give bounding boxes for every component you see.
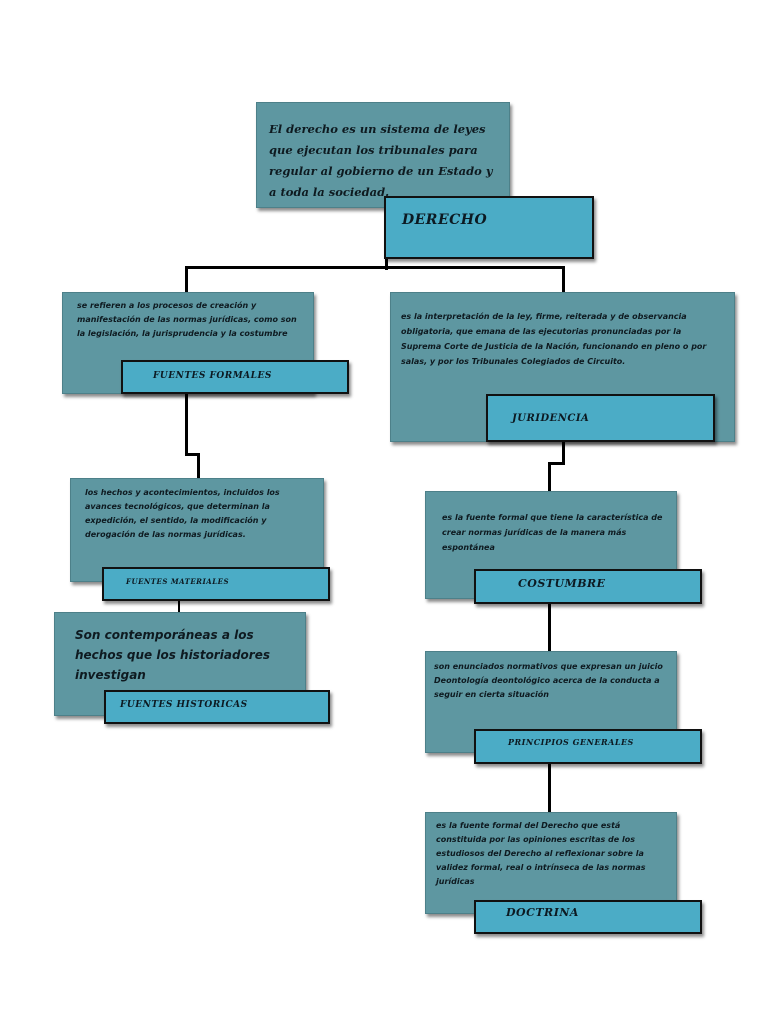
fuentes-materiales-label-box: FUENTES MATERIALES (102, 567, 330, 601)
connector-costumbre-to-principios (548, 603, 551, 651)
costumbre-label-box: COSTUMBRE (474, 569, 702, 604)
connector-materiales-to-historicas (178, 601, 180, 613)
connector-formales-horizontal (185, 453, 200, 456)
connector-to-fuentes-formales (185, 266, 188, 294)
costumbre-label: COSTUMBRE (518, 577, 606, 590)
jurisprudencia-label: JURIDENCIA (512, 413, 590, 424)
jurisprudencia-description: es la interpretación de la ley, firme, r… (401, 312, 707, 366)
connector-jurisprudencia-down (562, 442, 565, 464)
connector-to-jurisprudencia (562, 266, 565, 294)
fuentes-historicas-description: Son contemporáneas a los hechos que los … (75, 628, 270, 682)
fuentes-formales-description: se refieren a los procesos de creación y… (77, 301, 297, 338)
doctrina-label-box: DOCTRINA (474, 900, 702, 934)
doctrina-description-box: es la fuente formal del Derecho que está… (425, 812, 677, 914)
fuentes-formales-label-box: FUENTES FORMALES (121, 360, 349, 394)
jurisprudencia-label-box: JURIDENCIA (486, 394, 715, 442)
root-label-box: DERECHO (384, 196, 594, 259)
root-label: DERECHO (402, 212, 488, 228)
doctrina-description: es la fuente formal del Derecho que está… (436, 821, 646, 886)
connector-to-costumbre (548, 462, 551, 492)
connector-jurisprudencia-horizontal (548, 462, 565, 465)
connector-root-horizontal (185, 266, 565, 269)
fuentes-formales-label: FUENTES FORMALES (153, 371, 272, 381)
fuentes-materiales-description-box: los hechos y acontecimientos, incluidos … (70, 478, 324, 582)
connector-principios-to-doctrina (548, 764, 551, 812)
connector-to-fuentes-materiales (197, 453, 200, 479)
principios-generales-label: PRINCIPIOS GENERALES (508, 737, 634, 747)
principios-generales-label-box: PRINCIPIOS GENERALES (474, 729, 702, 764)
fuentes-materiales-label: FUENTES MATERIALES (126, 577, 230, 586)
connector-formales-down (185, 394, 188, 456)
principios-generales-description: son enunciados normativos que expresan u… (434, 662, 663, 699)
connector-root-down (385, 258, 388, 270)
doctrina-label: DOCTRINA (506, 906, 579, 919)
fuentes-historicas-label-box: FUENTES HISTORICAS (104, 690, 330, 724)
root-description-box: El derecho es un sistema de leyes que ej… (256, 102, 510, 208)
root-description: El derecho es un sistema de leyes que ej… (269, 122, 493, 199)
fuentes-materiales-description: los hechos y acontecimientos, incluidos … (85, 488, 280, 539)
costumbre-description: es la fuente formal que tiene la caracte… (442, 513, 663, 552)
fuentes-historicas-label: FUENTES HISTORICAS (120, 700, 248, 710)
